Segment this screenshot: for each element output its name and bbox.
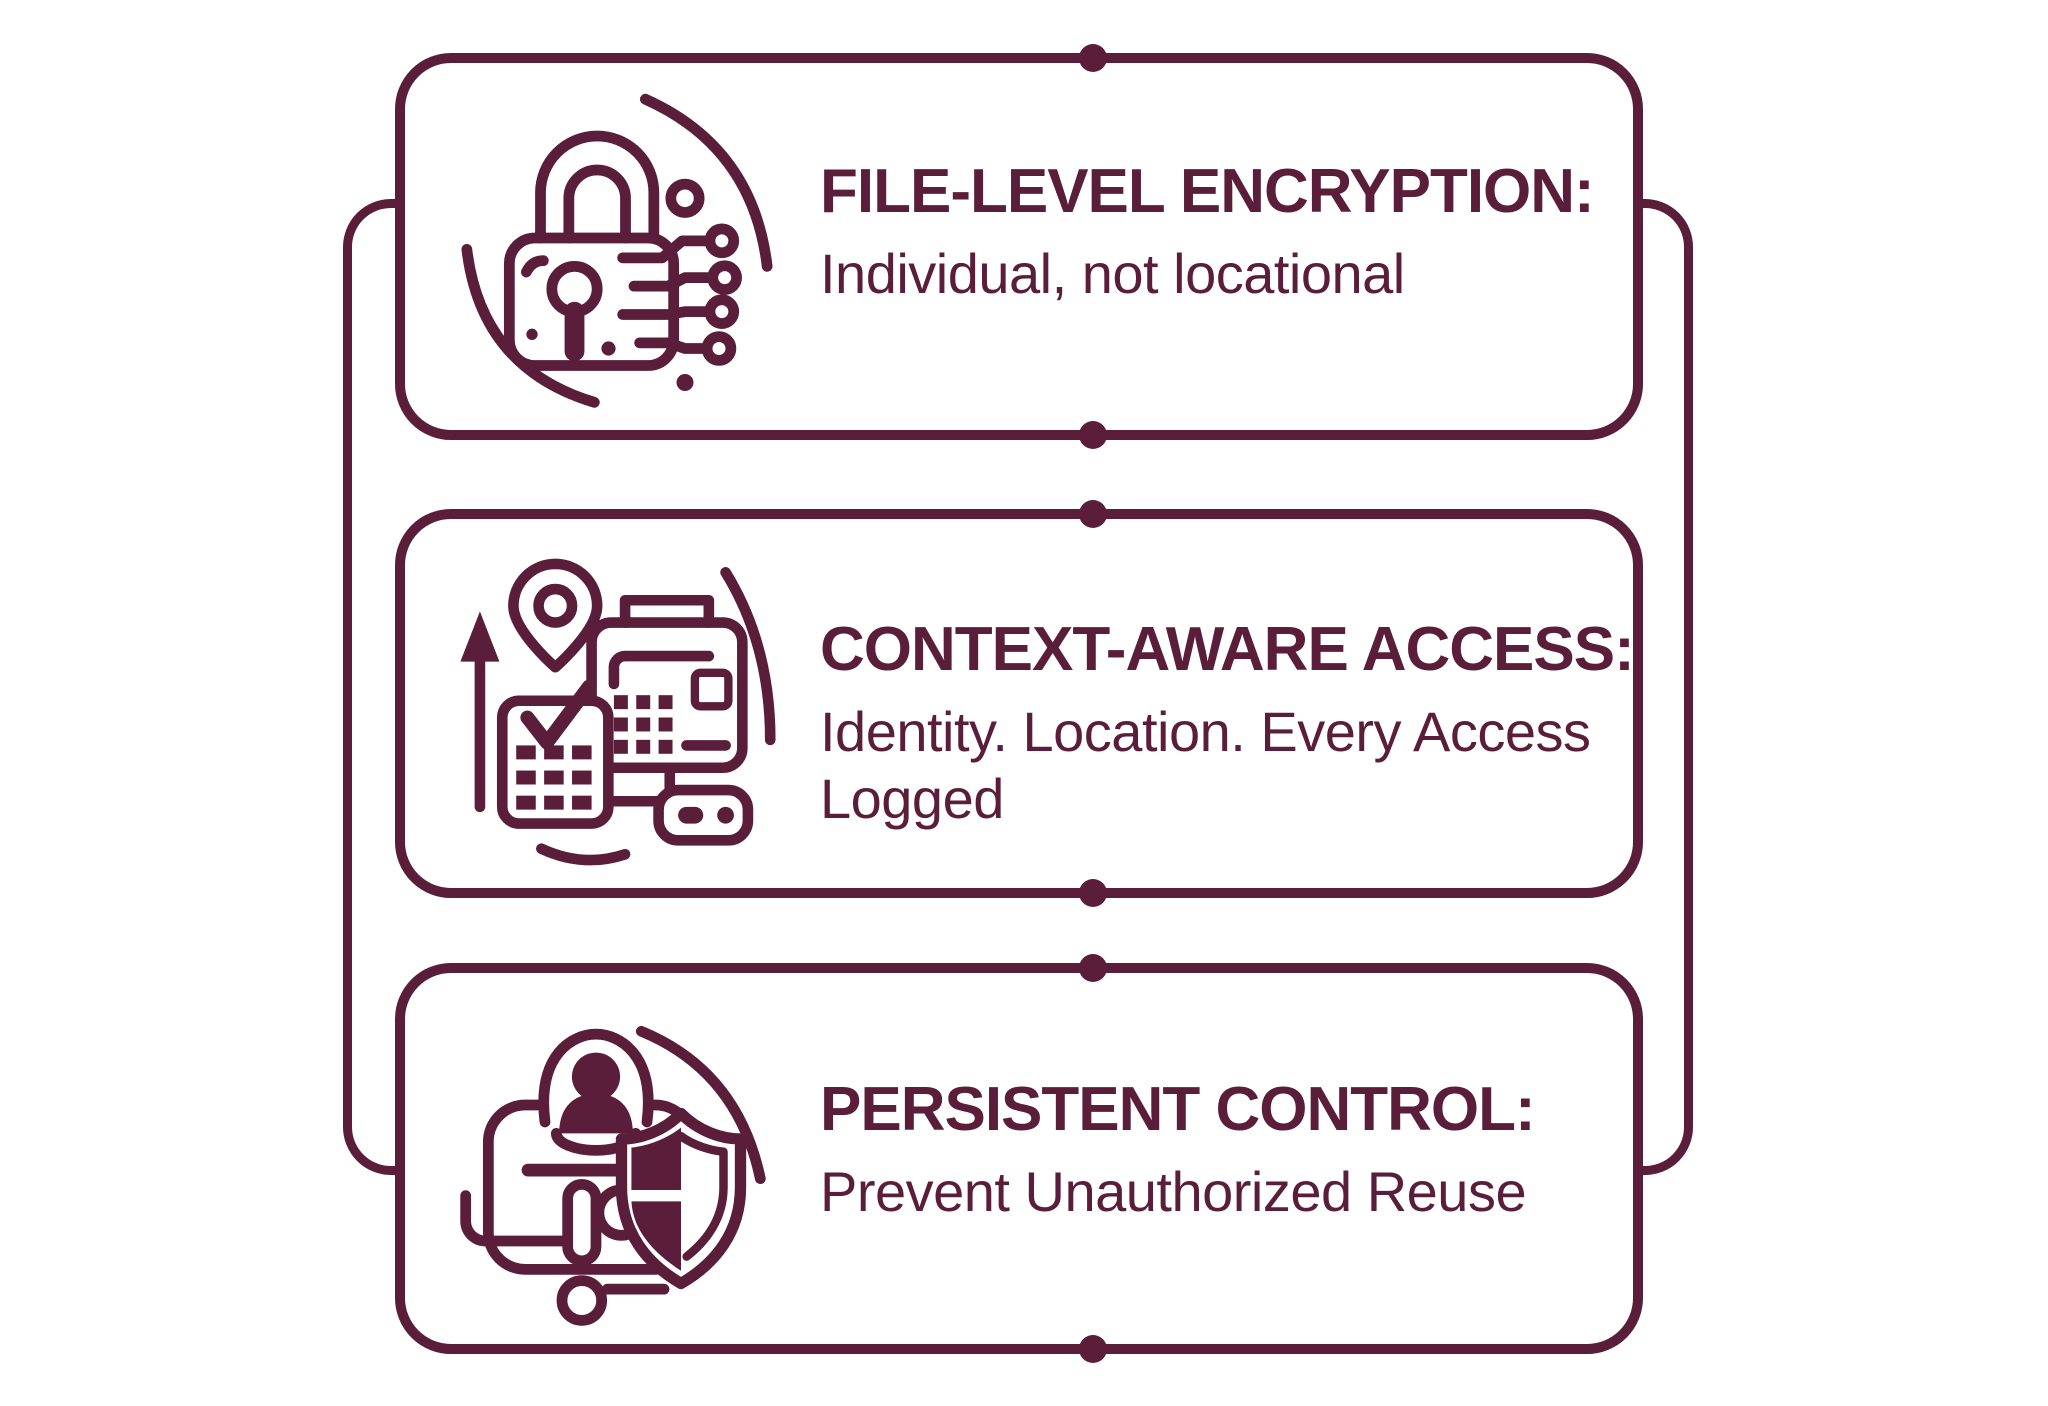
connector-dot-card1-bottom [1079, 421, 1107, 449]
card-text-persistent-control: PERSISTENT CONTROL: Prevent Unauthorized… [820, 1075, 1700, 1225]
card-title-file-level-encryption: FILE-LEVEL ENCRYPTION: [820, 157, 1595, 226]
identity-shield-icon [443, 1020, 783, 1360]
connector-dot-card3-top [1079, 954, 1107, 982]
connector-dot-card1-top [1079, 44, 1107, 72]
card-text-context-aware-access: CONTEXT-AWARE ACCESS: Identity. Location… [820, 615, 1700, 833]
padlock-circuit-icon [447, 85, 787, 425]
card-title-context-aware-access: CONTEXT-AWARE ACCESS: [820, 615, 1635, 684]
card-title-persistent-control: PERSISTENT CONTROL: [820, 1075, 1536, 1144]
connector-dot-card2-bottom [1079, 879, 1107, 907]
card-subtitle-context-aware-access: Identity. Location. Every Access Logged [820, 700, 1591, 831]
location-devices-icon [452, 550, 787, 885]
card-file-level-encryption [395, 53, 1643, 440]
card-text-file-level-encryption: FILE-LEVEL ENCRYPTION: Individual, not l… [820, 157, 1700, 307]
card-subtitle-file-level-encryption: Individual, not locational [820, 242, 1405, 306]
connector-dot-card2-top [1079, 500, 1107, 528]
card-subtitle-persistent-control: Prevent Unauthorized Reuse [820, 1160, 1527, 1224]
connector-dot-card3-bottom [1079, 1335, 1107, 1363]
